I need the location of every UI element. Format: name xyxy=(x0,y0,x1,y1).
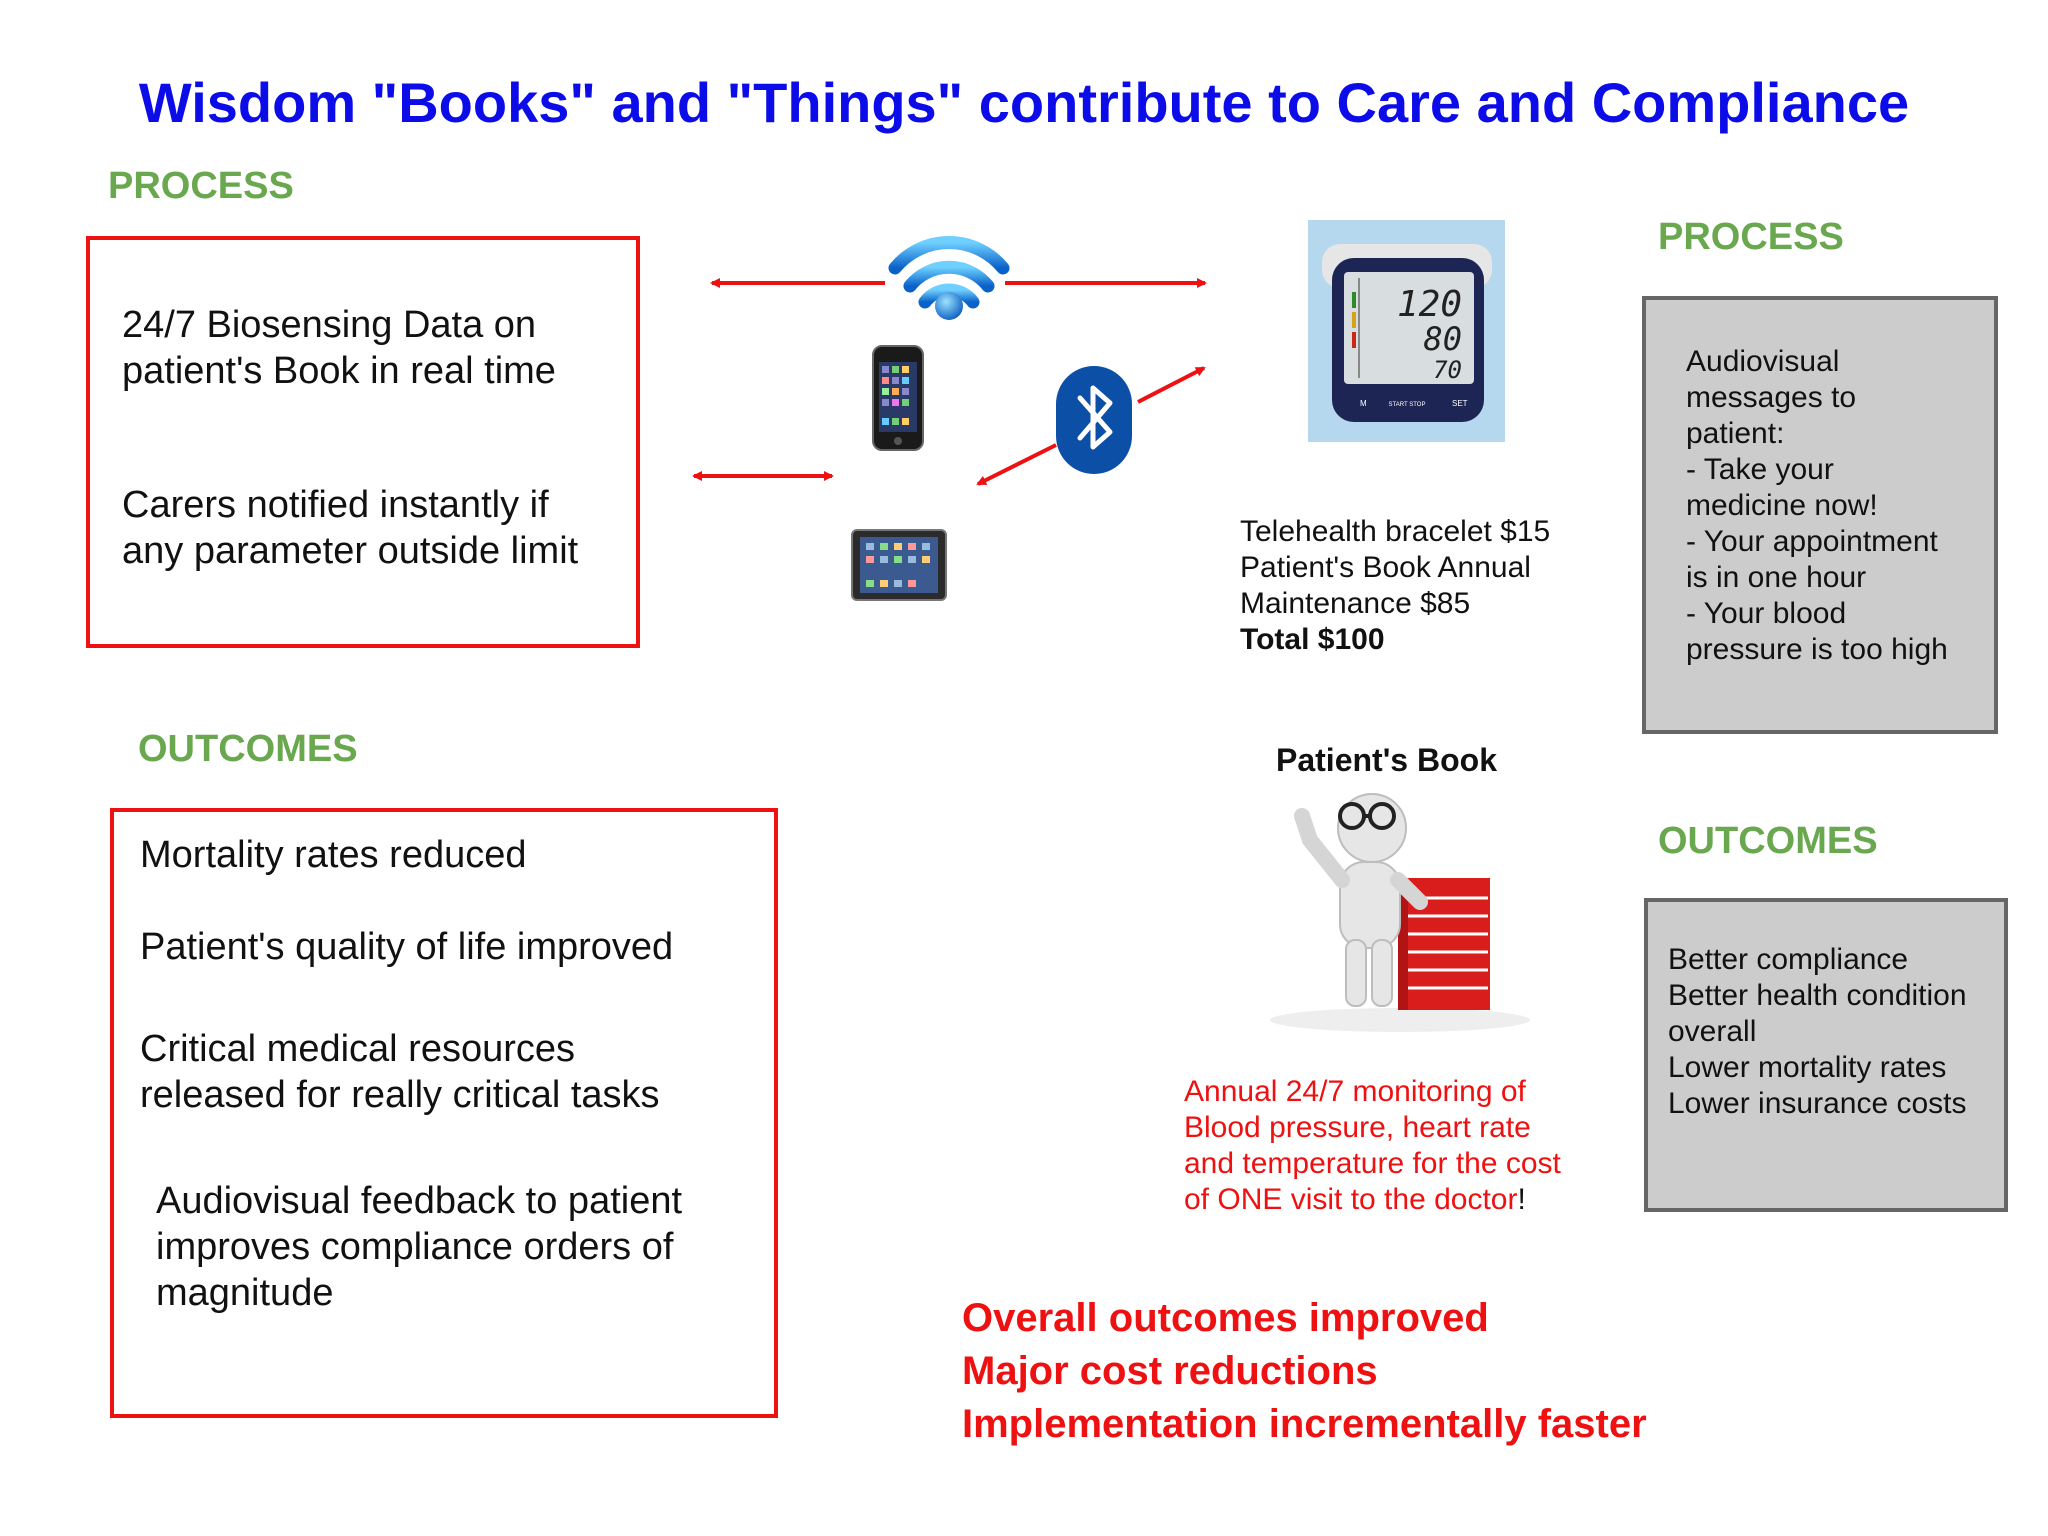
summary-line: Major cost reductions xyxy=(962,1349,1378,1393)
pricing-line: Maintenance $85 xyxy=(1240,587,1471,620)
glasses-icon xyxy=(1338,802,1396,830)
left-process-text-1: 24/7 Biosensing Data on patient's Book i… xyxy=(122,302,556,394)
text-line: Carers notified instantly if xyxy=(122,484,549,526)
text-line: Audiovisual xyxy=(1686,345,1840,378)
left-outcomes-box: Mortality rates reduced Patient's qualit… xyxy=(110,808,778,1418)
text-line: - Your appointment xyxy=(1686,525,1938,558)
left-outcomes-heading: OUTCOMES xyxy=(138,728,358,770)
arrow-bluetooth-up xyxy=(1137,366,1206,404)
summary-block: Overall outcomes improved Major cost red… xyxy=(962,1292,1647,1451)
left-outcomes-text-3: Critical medical resources released for … xyxy=(140,1026,660,1118)
right-process-text: Audiovisual messages to patient: - Take … xyxy=(1686,344,1948,668)
pricing-line: Patient's Book Annual xyxy=(1240,551,1531,584)
pulse-reading: 70 xyxy=(1433,356,1462,384)
text-line: any parameter outside limit xyxy=(122,530,579,572)
text-line: overall xyxy=(1668,1015,1757,1048)
right-outcomes-box: Better compliance Better health conditio… xyxy=(1644,898,2008,1212)
device-button-set: SET xyxy=(1452,399,1468,408)
patient-book-figure-image xyxy=(1270,793,1530,1032)
summary-line: Implementation incrementally faster xyxy=(962,1402,1647,1446)
right-process-heading: PROCESS xyxy=(1658,216,1844,258)
text-line: - Your blood xyxy=(1686,597,1847,630)
text-line: patient: xyxy=(1686,417,1785,450)
caption-line: Annual 24/7 monitoring of xyxy=(1184,1075,1526,1108)
left-process-box: 24/7 Biosensing Data on patient's Book i… xyxy=(86,236,640,648)
caption-line: of ONE visit to the doctor xyxy=(1184,1183,1518,1216)
left-process-text-2: Carers notified instantly if any paramet… xyxy=(122,482,578,574)
device-button-m: M xyxy=(1360,399,1367,408)
text-line: Lower mortality rates xyxy=(1668,1051,1947,1084)
smartphone-icon xyxy=(872,345,924,451)
pricing-block: Telehealth bracelet $15 Patient's Book A… xyxy=(1240,514,1550,658)
pricing-total: Total $100 xyxy=(1240,623,1385,656)
tablet-icon xyxy=(851,529,947,601)
blood-pressure-monitor-image: 120 80 70 M START STOP SET xyxy=(1308,220,1505,442)
summary-line: Overall outcomes improved xyxy=(962,1296,1489,1340)
text-line: is in one hour xyxy=(1686,561,1867,594)
text-line: Critical medical resources xyxy=(140,1028,576,1070)
right-process-box: Audiovisual messages to patient: - Take … xyxy=(1642,296,1998,734)
text-line: Better health condition xyxy=(1668,979,1967,1012)
caption-exclamation: ! xyxy=(1517,1183,1526,1216)
arrow-bluetooth-down xyxy=(976,443,1057,486)
text-line: Lower insurance costs xyxy=(1668,1087,1967,1120)
text-line: released for really critical tasks xyxy=(140,1074,660,1116)
left-outcomes-text-4: Audiovisual feedback to patient improves… xyxy=(156,1178,682,1316)
caption-line: Blood pressure, heart rate xyxy=(1184,1111,1531,1144)
diastolic-reading: 80 xyxy=(1423,320,1462,358)
text-line: pressure is too high xyxy=(1686,633,1948,666)
text-line: medicine now! xyxy=(1686,489,1878,522)
right-outcomes-text: Better compliance Better health conditio… xyxy=(1668,942,1967,1122)
left-process-heading: PROCESS xyxy=(108,165,294,207)
text-line: messages to xyxy=(1686,381,1857,414)
text-line: magnitude xyxy=(156,1272,334,1314)
text-line: improves compliance orders of xyxy=(156,1226,674,1268)
text-line: patient's Book in real time xyxy=(122,350,556,392)
bluetooth-icon xyxy=(1056,366,1132,474)
text-line: 24/7 Biosensing Data on xyxy=(122,304,537,346)
right-outcomes-heading: OUTCOMES xyxy=(1658,820,1878,862)
patients-book-caption: Annual 24/7 monitoring of Blood pressure… xyxy=(1184,1074,1561,1218)
page-title: Wisdom "Books" and "Things" contribute t… xyxy=(138,71,1910,134)
pricing-line: Telehealth bracelet $15 xyxy=(1240,515,1551,548)
device-button-start-stop: START STOP xyxy=(1389,402,1426,408)
systolic-reading: 120 xyxy=(1397,284,1462,325)
patients-book-label: Patient's Book xyxy=(1276,742,1497,778)
wifi-icon xyxy=(888,236,1010,320)
text-line: Better compliance xyxy=(1668,943,1909,976)
text-line: Mortality rates reduced xyxy=(140,834,527,876)
text-line: Patient's quality of life improved xyxy=(140,926,674,968)
text-line: Audiovisual feedback to patient xyxy=(156,1180,683,1222)
text-line: - Take your xyxy=(1686,453,1834,486)
caption-line: and temperature for the cost xyxy=(1184,1147,1561,1180)
